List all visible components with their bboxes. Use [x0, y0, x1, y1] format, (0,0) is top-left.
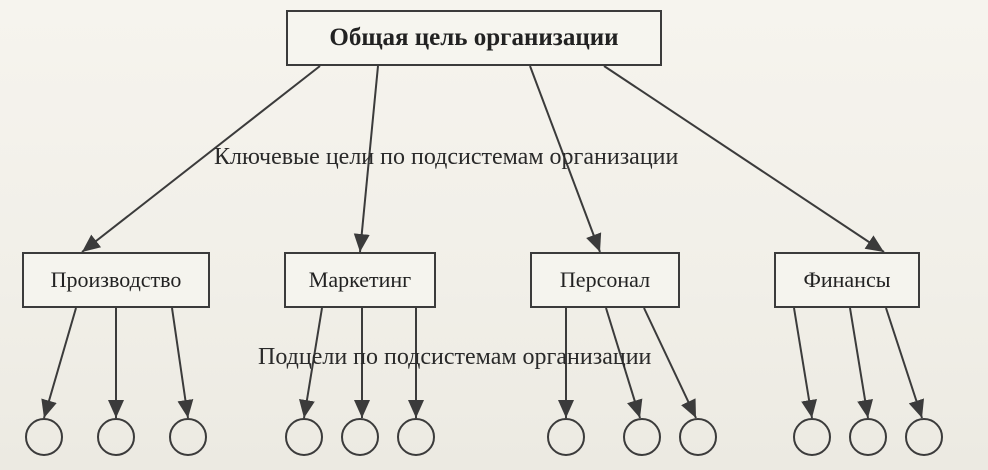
arrow-root-to-personnel: [529, 65, 602, 253]
arrow-production-to-subgoal-1: [41, 307, 77, 419]
arrow-root-to-marketing: [353, 65, 379, 253]
arrow-root-to-finance: [603, 65, 885, 253]
arrow-finance-to-subgoal-1: [793, 307, 817, 419]
subsystem-box-production: Производство: [22, 252, 210, 308]
subgoal-circle-marketing-3: [397, 418, 435, 456]
arrow-personnel-to-subgoal-3: [643, 307, 697, 419]
subsystem-label-production: Производство: [50, 267, 182, 292]
subgoal-circle-marketing-2: [341, 418, 379, 456]
subsystem-box-personnel: Персонал: [530, 252, 680, 308]
subgoal-circle-finance-2: [849, 418, 887, 456]
arrow-finance-to-subgoal-2: [849, 307, 873, 419]
subsystem-label-finance: Финансы: [803, 267, 891, 292]
root-goal-label: Общая цель организации: [329, 24, 619, 51]
subgoal-circle-finance-3: [905, 418, 943, 456]
subsystem-label-marketing: Маркетинг: [308, 267, 412, 292]
subgoal-circle-production-1: [25, 418, 63, 456]
arrow-root-to-production: [81, 65, 321, 253]
sub-goals-caption: Подцели по подсистемам организации: [258, 344, 652, 370]
arrow-marketing-to-subgoal-1: [299, 307, 323, 419]
subsystem-box-finance: Финансы: [774, 252, 920, 308]
arrow-personnel-to-subgoal-2: [605, 307, 643, 419]
arrow-finance-to-subgoal-3: [885, 307, 925, 419]
subgoal-circle-personnel-3: [679, 418, 717, 456]
subgoal-circle-production-3: [169, 418, 207, 456]
subgoal-circle-production-2: [97, 418, 135, 456]
root-goal-box: Общая цель организации: [286, 10, 662, 66]
subgoal-circle-marketing-1: [285, 418, 323, 456]
subgoal-circle-personnel-1: [547, 418, 585, 456]
subsystem-box-marketing: Маркетинг: [284, 252, 436, 308]
subsystem-label-personnel: Персонал: [559, 267, 651, 292]
key-goals-caption: Ключевые цели по подсистемам организации: [214, 144, 679, 170]
arrow-production-to-subgoal-3: [171, 307, 194, 419]
subgoal-circle-personnel-2: [623, 418, 661, 456]
subgoal-circle-finance-1: [793, 418, 831, 456]
